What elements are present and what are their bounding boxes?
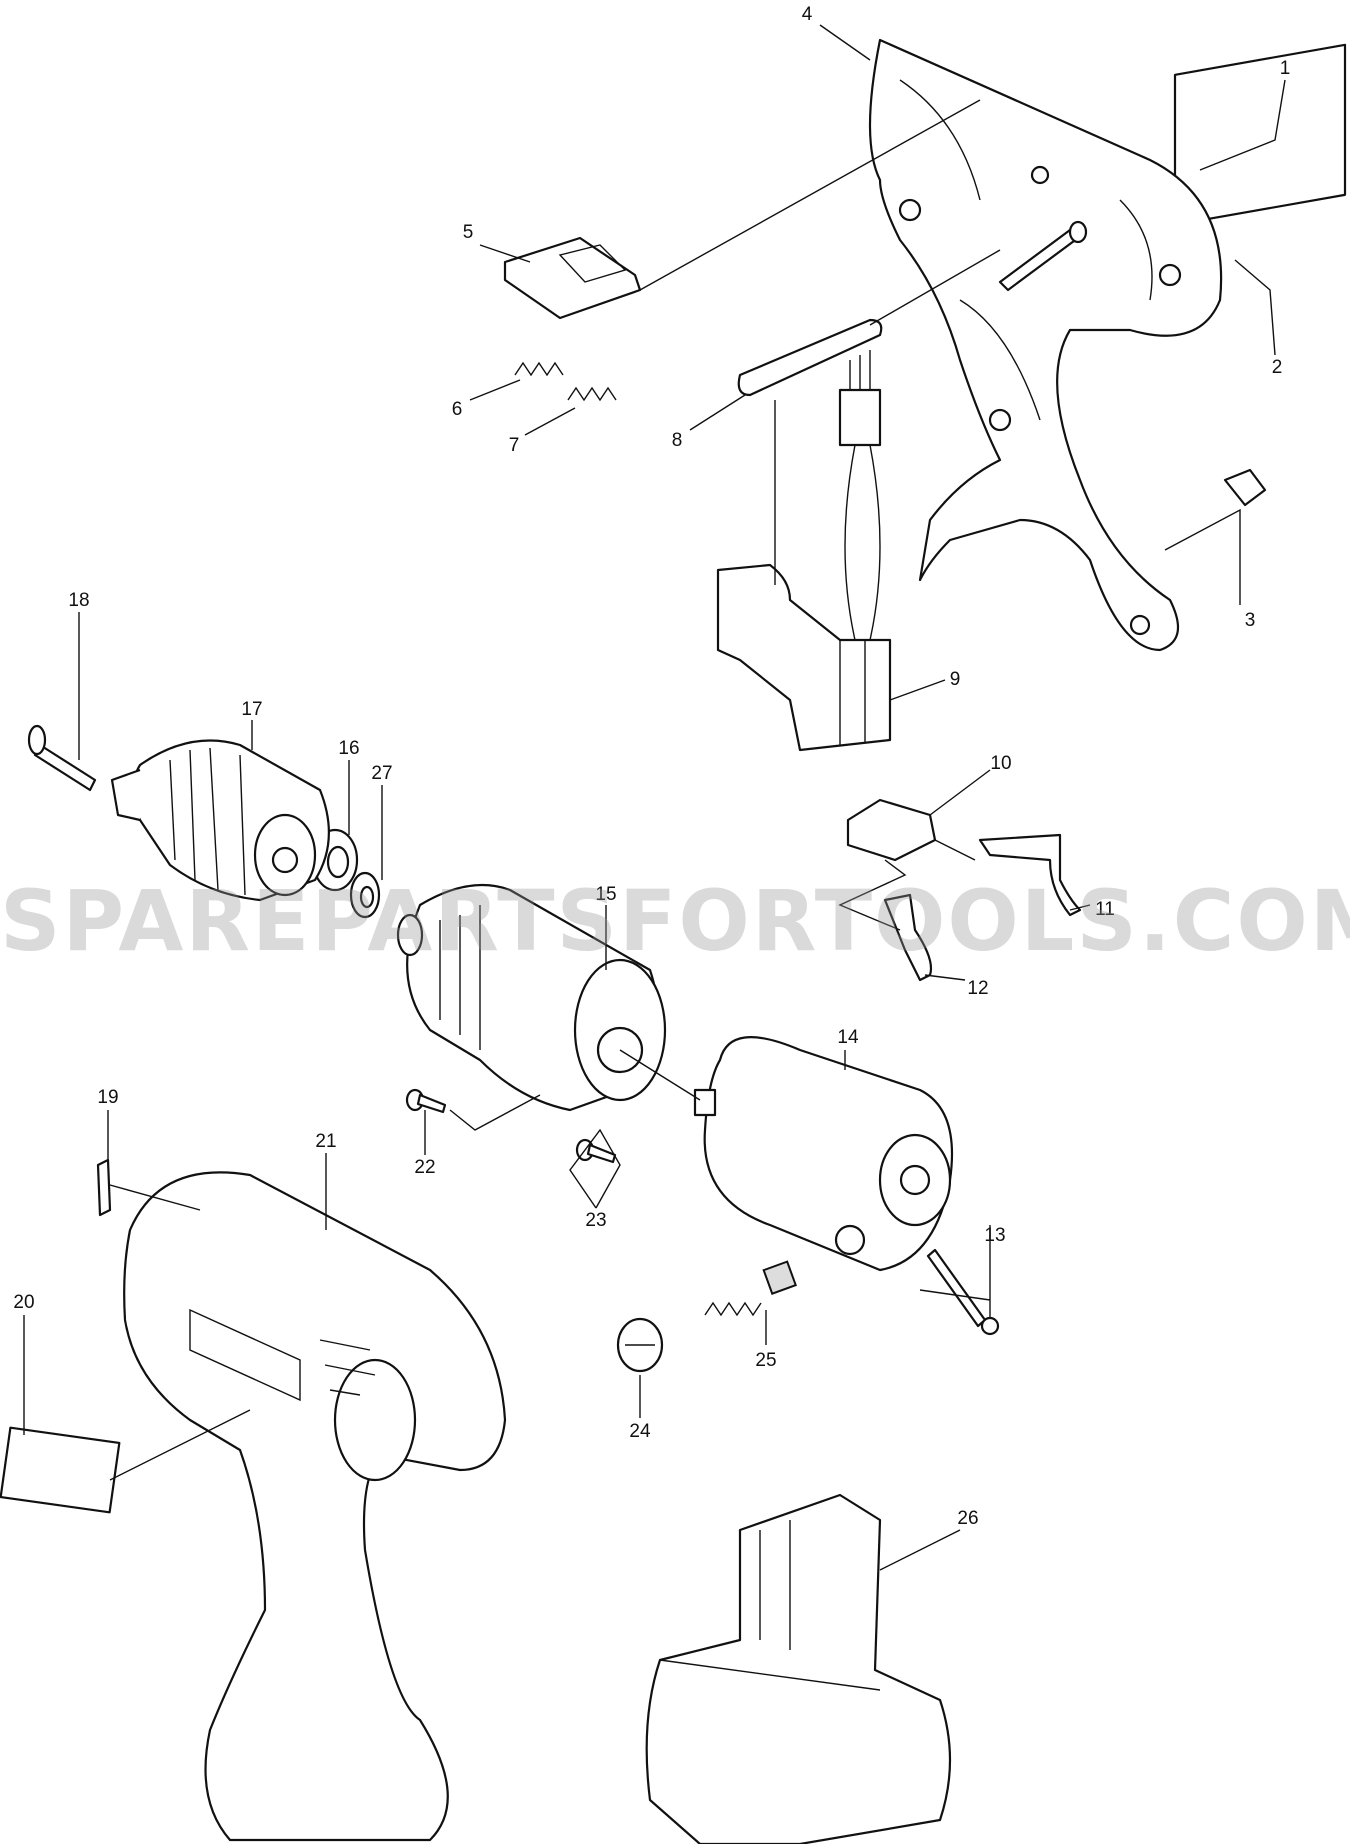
part-label-26: 26 (957, 1508, 978, 1529)
part-label-24: 24 (629, 1421, 651, 1442)
part-label-12: 12 (967, 978, 988, 999)
part-label-16: 16 (338, 738, 359, 759)
part-1-label-plate (1173, 43, 1347, 226)
part-4-housing-half (868, 38, 1223, 652)
part-25-carbon-brush (704, 1260, 798, 1317)
part-label-1: 1 (1280, 58, 1291, 79)
part-label-2: 2 (1272, 357, 1283, 378)
part-label-20: 20 (13, 1292, 34, 1313)
part-label-23: 23 (585, 1210, 606, 1231)
part-5-lock-button (503, 236, 642, 320)
part-label-11: 11 (1095, 899, 1115, 920)
part-21-motor-housing (123, 1171, 507, 1842)
part-label-17: 17 (241, 699, 262, 720)
part-label-15: 15 (595, 884, 616, 905)
part-11-terminal (978, 833, 1082, 917)
part-6-spring (514, 361, 564, 377)
part-label-19: 19 (97, 1087, 118, 1108)
part-label-10: 10 (990, 753, 1011, 774)
part-13-screw (926, 1248, 987, 1328)
part-8-switch-lever (737, 318, 883, 397)
part-24-brush-cap (616, 1317, 664, 1373)
part-label-3: 3 (1245, 610, 1256, 631)
part-label-21: 21 (315, 1131, 336, 1152)
part-label-22: 22 (414, 1157, 435, 1178)
part-label-4: 4 (802, 4, 813, 25)
leader-lines (23, 24, 1286, 1571)
part-label-13: 13 (984, 1225, 1005, 1246)
part-label-8: 8 (672, 430, 683, 451)
part-9-trigger-switch (716, 563, 892, 752)
part-12-terminal (883, 893, 933, 982)
part-18-screw (33, 743, 97, 792)
part-label-9: 9 (950, 669, 961, 690)
part-label-7: 7 (509, 435, 520, 456)
part-label-14: 14 (837, 1027, 859, 1048)
part-19-spring-clip (96, 1158, 112, 1217)
part-label-27: 27 (371, 763, 392, 784)
part-7-spring (567, 386, 617, 402)
part-label-6: 6 (452, 399, 463, 420)
part-10-brush-holder (846, 798, 937, 862)
part-label-5: 5 (463, 222, 474, 243)
part-26-battery-pack (645, 1493, 952, 1844)
part-label-25: 25 (755, 1350, 776, 1371)
part-20-label-plate (0, 1426, 121, 1514)
part-label-18: 18 (68, 590, 89, 611)
part-23-screw (575, 1138, 617, 1164)
part-3-clip (1223, 468, 1267, 507)
part-22-screw (405, 1088, 447, 1114)
